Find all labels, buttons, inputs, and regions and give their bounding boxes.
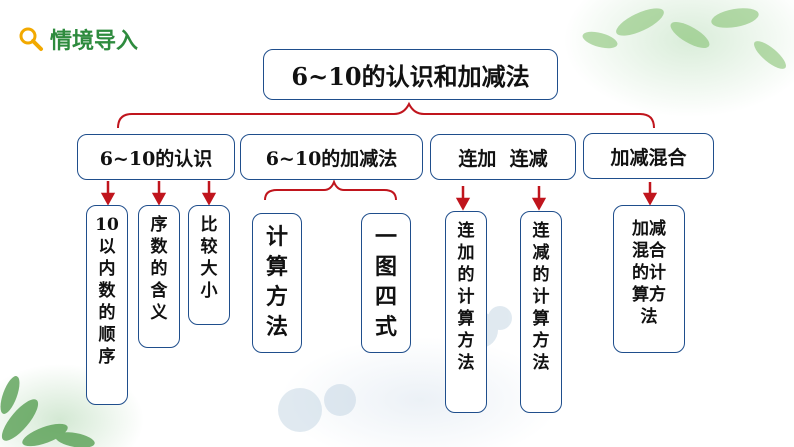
leaf-four-equations: 一图四式	[361, 213, 411, 353]
leaf-calc-method: 计算方法	[252, 213, 302, 353]
arrow-down-3	[201, 192, 217, 206]
top-brace	[117, 101, 655, 129]
section-title: 情境导入	[50, 29, 139, 54]
leaf-mixed-method: 加减混合的计算方法	[613, 205, 685, 353]
arrow-down-4	[455, 197, 471, 211]
leaf-number-order: 10以内数的顺序	[86, 205, 128, 405]
middle-brace	[264, 179, 397, 201]
category-recognition: 6~10的认识	[77, 134, 235, 180]
search-icon	[19, 27, 43, 51]
leaf-continuous-sub: 连减的计算方法	[520, 211, 562, 413]
leaf-compare-size: 比较大小	[188, 205, 230, 325]
leaf-continuous-sub-text: 连减的计算方法	[532, 221, 550, 373]
leaf-four-equations-text: 一图四式	[374, 224, 397, 340]
leaf-number-order-text: 10以内数的顺序	[95, 215, 119, 367]
leaf-calc-method-text: 计算方法	[265, 224, 288, 340]
leaf-continuous-add: 连加的计算方法	[445, 211, 487, 413]
category-add-subtract: 6~10的加减法	[240, 134, 423, 180]
leaf-compare-size-text: 比较大小	[200, 215, 218, 301]
category-mixed: 加减混合	[583, 133, 714, 179]
leaf-ordinal-meaning-text: 序数的含义	[150, 215, 168, 323]
leaf-ordinal-meaning: 序数的含义	[138, 205, 180, 348]
leaf-mixed-method-text: 加减混合的计算方法	[632, 219, 666, 327]
section-header: 情境导入	[18, 22, 138, 56]
leaf-continuous-add-text: 连加的计算方法	[457, 221, 475, 373]
title-box: 6~10的认识和加减法	[263, 49, 558, 100]
arrow-down-5	[531, 197, 547, 211]
arrow-down-1	[100, 192, 116, 206]
arrow-down-2	[151, 192, 167, 206]
category-continuous: 连加 连减	[430, 134, 576, 180]
arrow-down-6	[642, 192, 658, 206]
